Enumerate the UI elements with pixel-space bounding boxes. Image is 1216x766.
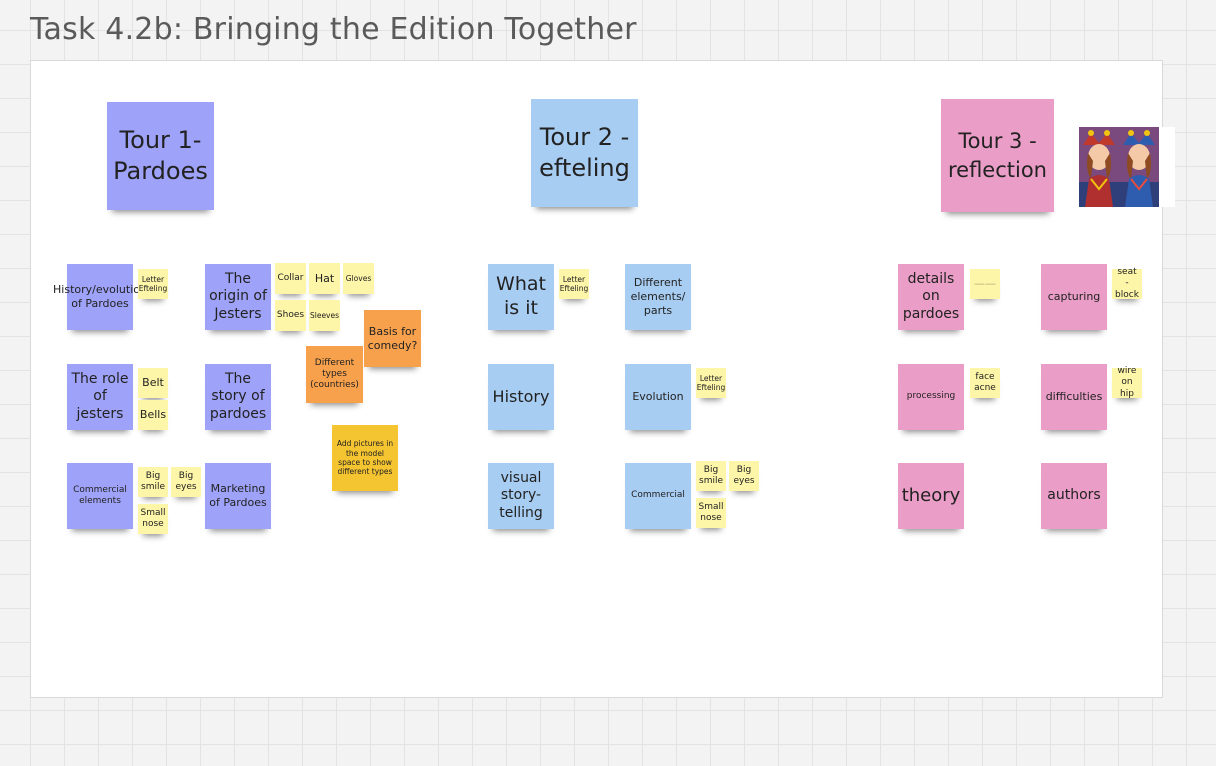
sticky-story-of-pardoes[interactable]: The story of pardoes <box>205 364 271 430</box>
sticky-collar[interactable]: Collar <box>275 263 306 294</box>
sticky-blank[interactable]: —— <box>970 269 1000 299</box>
sticky-big-smile-2[interactable]: Big smile <box>696 461 726 491</box>
sticky-big-eyes[interactable]: Big eyes <box>171 467 201 497</box>
sticky-basis-for-comedy[interactable]: Basis for comedy? <box>364 310 421 367</box>
sticky-visual-storytelling[interactable]: visual story-telling <box>488 463 554 529</box>
sticky-small-nose[interactable]: Small nose <box>138 504 168 534</box>
sticky-theory[interactable]: theory <box>898 463 964 529</box>
sticky-big-smile[interactable]: Big smile <box>138 467 168 497</box>
sticky-wire-on-hip[interactable]: wire on hip <box>1112 366 1142 399</box>
sticky-capturing[interactable]: capturing <box>1041 264 1107 330</box>
sticky-add-pictures[interactable]: Add pictures in the model space to show … <box>332 425 398 491</box>
sticky-history[interactable]: History <box>488 364 554 430</box>
sticky-small-nose-2[interactable]: Small nose <box>696 498 726 528</box>
sticky-different-elements[interactable]: Different elements/ parts <box>625 264 691 330</box>
sticky-sleeves[interactable]: Sleeves <box>309 300 340 331</box>
sticky-tour-3-header[interactable]: Tour 3 - reflection <box>941 99 1054 212</box>
sticky-seat-block[interactable]: seat - block <box>1112 267 1142 300</box>
sticky-letter-efteling-2[interactable]: Letter Efteling <box>559 269 589 299</box>
sticky-what-is-it[interactable]: What is it <box>488 264 554 330</box>
sticky-gloves[interactable]: Gloves <box>343 263 374 294</box>
sticky-letter-efteling-3[interactable]: Letter Efteling <box>696 368 726 398</box>
sticky-big-eyes-2[interactable]: Big eyes <box>729 461 759 491</box>
jester-picture-icon <box>1079 127 1159 207</box>
sticky-authors[interactable]: authors <box>1041 463 1107 529</box>
sticky-bells[interactable]: Bells <box>138 400 168 430</box>
sticky-difficulties[interactable]: difficulties <box>1041 364 1107 430</box>
sticky-tour-2-header[interactable]: Tour 2 - efteling <box>531 99 638 207</box>
sticky-hat[interactable]: Hat <box>309 263 340 294</box>
sticky-belt[interactable]: Belt <box>138 368 168 398</box>
sticky-tour-1-header[interactable]: Tour 1- Pardoes <box>107 102 214 210</box>
jester-picture[interactable] <box>1079 127 1175 207</box>
sticky-marketing-of-pardoes[interactable]: Marketing of Pardoes <box>205 463 271 529</box>
sticky-details-on-pardoes[interactable]: details on pardoes <box>898 264 964 330</box>
sticky-history-evolution[interactable]: History/evolution of Pardoes <box>53 264 147 330</box>
sticky-letter-efteling[interactable]: Letter Efteling <box>138 269 168 299</box>
board-title: Task 4.2b: Bringing the Edition Together <box>30 12 637 47</box>
sticky-different-types[interactable]: Different types (countries) <box>306 346 363 403</box>
sticky-evolution[interactable]: Evolution <box>625 364 691 430</box>
sticky-commercial[interactable]: Commercial <box>625 463 691 529</box>
sticky-shoes[interactable]: Shoes <box>275 300 306 331</box>
sticky-face-acne[interactable]: face acne <box>970 368 1000 398</box>
sticky-role-of-jesters[interactable]: The role of jesters <box>67 364 133 430</box>
sticky-commercial-elements[interactable]: Commercial elements <box>67 463 133 529</box>
sticky-origin-of-jesters[interactable]: The origin of Jesters <box>205 264 271 330</box>
sticky-processing[interactable]: processing <box>898 364 964 430</box>
